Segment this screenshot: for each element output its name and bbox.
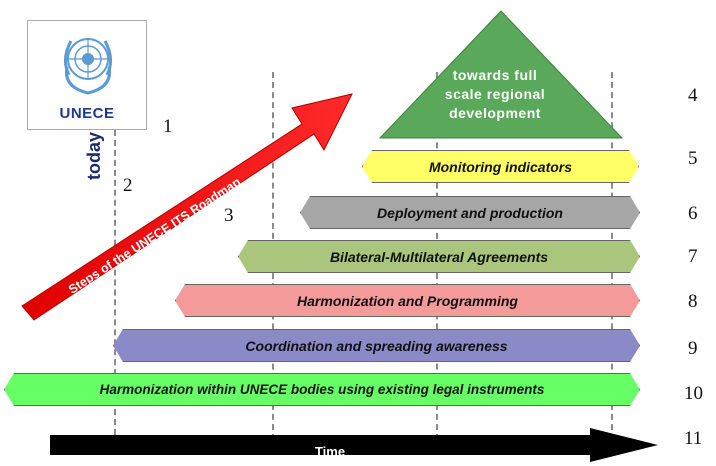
time-label: Time xyxy=(314,444,346,459)
triangle-line-2: scale regional xyxy=(444,86,546,102)
triangle-text: towards full scale regional development xyxy=(400,66,590,123)
un-emblem-icon xyxy=(64,38,112,95)
dashed-line-today xyxy=(114,130,116,435)
bar-agreements: Bilateral-Multilateral Agreements xyxy=(238,240,640,273)
logo-text: UNECE xyxy=(59,105,115,122)
triangle-line-3: development xyxy=(449,105,541,121)
today-label: today xyxy=(84,131,104,180)
bar-harmonization-programming: Harmonization and Programming xyxy=(175,284,640,317)
regional-development-triangle xyxy=(378,10,624,139)
bar-harmonization-unece: Harmonization within UNECE bodies using … xyxy=(4,373,640,406)
number-1: 1 xyxy=(163,116,173,137)
number-9: 9 xyxy=(688,338,698,359)
bar-deployment-production: Deployment and production xyxy=(300,196,640,229)
roadmap-arrow-icon xyxy=(21,93,353,321)
number-7: 7 xyxy=(688,246,698,267)
number-3: 3 xyxy=(224,205,234,226)
unece-logo: UNECE xyxy=(27,20,147,130)
number-6: 6 xyxy=(688,203,698,224)
number-4: 4 xyxy=(688,85,698,106)
number-10: 10 xyxy=(684,383,703,404)
number-2: 2 xyxy=(123,175,133,196)
number-5: 5 xyxy=(688,148,698,169)
number-8: 8 xyxy=(688,291,698,312)
bar-monitoring-indicators: Monitoring indicators xyxy=(362,150,639,183)
bar-coordination-awareness: Coordination and spreading awareness xyxy=(113,329,640,362)
number-11: 11 xyxy=(684,428,703,449)
time-arrow-icon xyxy=(50,428,658,462)
triangle-line-1: towards full xyxy=(452,67,538,83)
